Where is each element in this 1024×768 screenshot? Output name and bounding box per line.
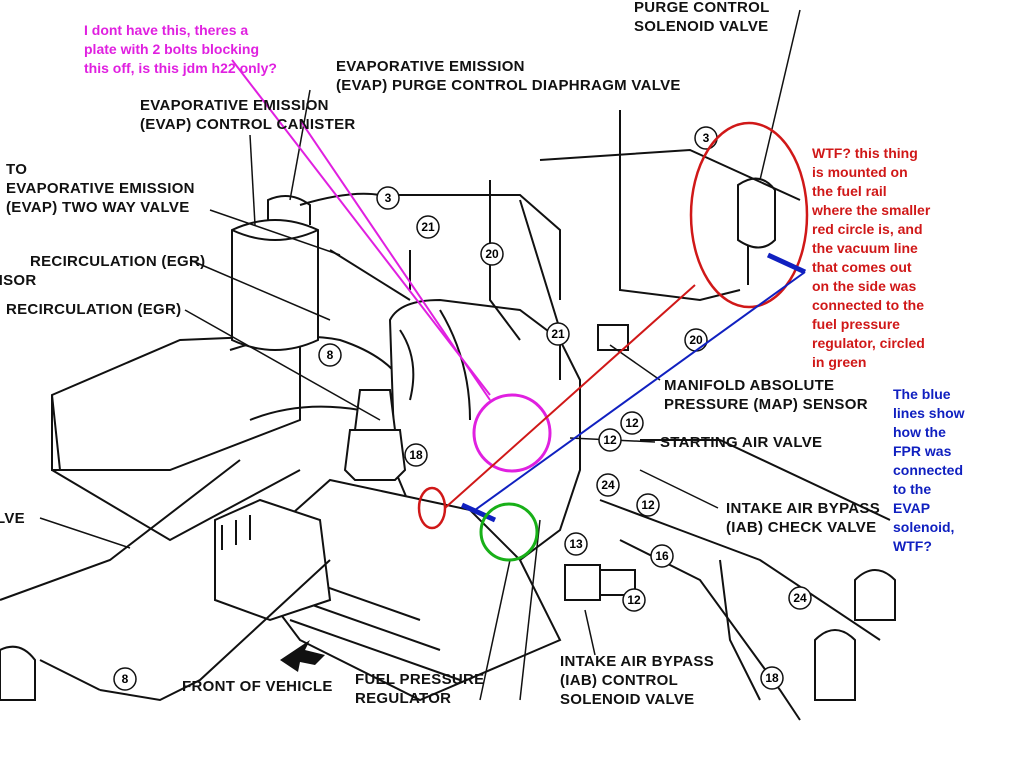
label-lve: LVE — [0, 510, 25, 527]
svg-text:12: 12 — [625, 416, 639, 430]
svg-text:12: 12 — [627, 593, 641, 607]
svg-text:3: 3 — [385, 191, 392, 205]
hose-badge: 8 — [318, 343, 342, 367]
front-arrow-icon — [280, 640, 325, 672]
svg-text:8: 8 — [122, 672, 129, 686]
red-pointer-line — [444, 284, 696, 509]
hose-badge: 20 — [480, 242, 504, 266]
hose-badge: 13 — [564, 532, 588, 556]
svg-text:8: 8 — [327, 348, 334, 362]
label-evap-canister: EVAPORATIVE EMISSION(EVAP) CONTROL CANIS… — [140, 97, 356, 133]
blue-line-thick — [766, 252, 807, 275]
green-circle — [479, 502, 539, 562]
svg-text:3: 3 — [703, 131, 710, 145]
hose-badge: 21 — [546, 322, 570, 346]
svg-text:20: 20 — [689, 333, 703, 347]
label-evap-purge-diaphragm: EVAPORATIVE EMISSION(EVAP) PURGE CONTROL… — [336, 58, 681, 94]
leader-lines — [39, 9, 801, 701]
hose-badge: 18 — [760, 666, 784, 690]
svg-text:18: 18 — [409, 448, 423, 462]
red-circle-large — [689, 121, 809, 309]
hose-badge: 8 — [113, 667, 137, 691]
hose-badge: 18 — [404, 443, 428, 467]
hose-badge: 3 — [694, 126, 718, 150]
svg-text:21: 21 — [551, 327, 565, 341]
svg-text:21: 21 — [421, 220, 435, 234]
svg-text:20: 20 — [485, 247, 499, 261]
label-front-of-vehicle: FRONT OF VEHICLE — [182, 678, 333, 695]
hose-badge: 12 — [636, 493, 660, 517]
hose-badge: 12 — [622, 588, 646, 612]
hose-badge: 20 — [684, 328, 708, 352]
svg-text:24: 24 — [601, 478, 615, 492]
label-egr-sensor: RECIRCULATION (EGR)NSOR — [0, 253, 206, 289]
blue-line-thick — [460, 502, 497, 523]
svg-text:18: 18 — [765, 671, 779, 685]
magenta-pointer-line — [231, 59, 491, 396]
hose-badge: 12 — [598, 428, 622, 452]
annotation-overlays — [231, 59, 809, 562]
hose-badge: 24 — [596, 473, 620, 497]
hose-badge: 16 — [650, 544, 674, 568]
label-egr: RECIRCULATION (EGR) — [6, 301, 182, 318]
engine-outline — [0, 110, 896, 721]
magenta-pointer-line — [299, 119, 491, 401]
svg-text:12: 12 — [603, 433, 617, 447]
magenta-circle — [472, 393, 552, 473]
svg-text:12: 12 — [641, 498, 655, 512]
hose-badge: 21 — [416, 215, 440, 239]
hose-number-badges: 3 3 21 20 21 20 8 18 12 12 24 12 16 13 1… — [113, 126, 812, 691]
blue-line — [474, 271, 806, 511]
label-starting-air-valve: STARTING AIR VALVE — [660, 434, 823, 451]
svg-text:16: 16 — [655, 549, 669, 563]
hose-badge: 12 — [620, 411, 644, 435]
svg-text:24: 24 — [793, 591, 807, 605]
svg-text:13: 13 — [569, 537, 583, 551]
hose-badge: 3 — [376, 186, 400, 210]
label-iab-check-valve: INTAKE AIR BYPASS(IAB) CHECK VALVE — [726, 500, 881, 536]
hose-badge: 24 — [788, 586, 812, 610]
